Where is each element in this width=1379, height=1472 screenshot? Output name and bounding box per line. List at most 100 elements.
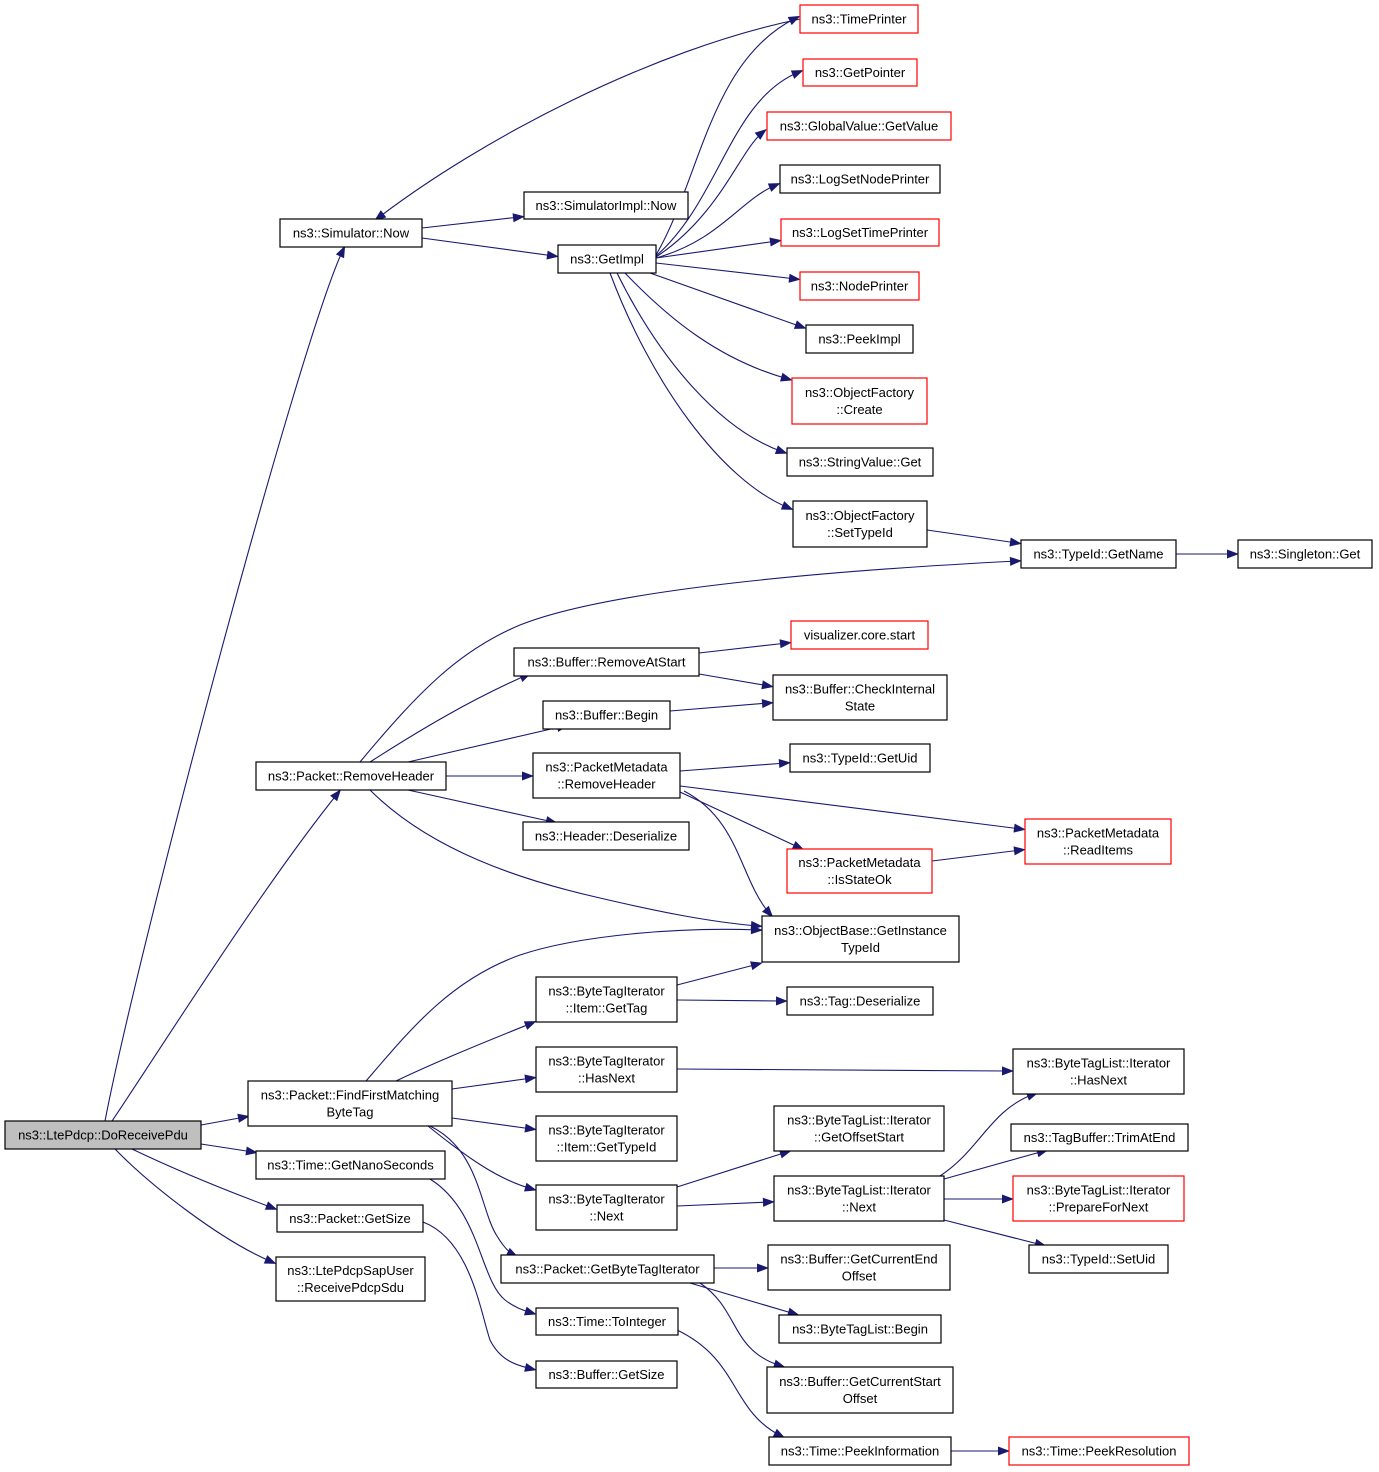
node-box [1012,1175,1185,1222]
node-box [1020,539,1177,569]
node-buf-getsize[interactable]: ns3::Buffer::GetSize [535,1360,678,1389]
node-root[interactable]: ns3::LtePdcp::DoReceivePdu [4,1120,202,1150]
node-time-getnano[interactable]: ns3::Time::GetNanoSeconds [255,1150,446,1180]
node-bti-next[interactable]: ns3::ByteTagIterator::Next [535,1184,678,1231]
node-btli-getoffset[interactable]: ns3::ByteTagList::Iterator::GetOffsetSta… [773,1105,945,1152]
node-getimpl[interactable]: ns3::GetImpl [557,244,657,274]
node-typeid-getuid[interactable]: ns3::TypeId::GetUid [789,743,931,773]
node-buf-begin[interactable]: ns3::Buffer::Begin [542,700,671,730]
arrowhead-icon [769,237,782,247]
node-label: ns3::Singleton::Get [1250,547,1361,562]
node-pm-readitems[interactable]: ns3::PacketMetadata::ReadItems [1024,818,1172,865]
node-getpointer[interactable]: ns3::GetPointer [802,58,918,87]
arrowhead-icon [1013,823,1026,833]
node-box [802,58,918,87]
edge-getimpl-to-objfac_settype [609,272,794,510]
node-typeid-setuid[interactable]: ns3::TypeId::SetUid [1028,1244,1169,1274]
edge-getimpl-to-getpointer [655,70,804,257]
node-pm-removeheader[interactable]: ns3::PacketMetadata::RemoveHeader [532,752,681,799]
node-btli-hasnext[interactable]: ns3::ByteTagList::Iterator::HasNext [1012,1048,1185,1095]
node-pkt-getsize[interactable]: ns3::Packet::GetSize [276,1204,424,1233]
node-bti-hasnext[interactable]: ns3::ByteTagIterator::HasNext [535,1046,678,1093]
node-stringvalue[interactable]: ns3::StringValue::Get [786,447,934,477]
node-simimpl-now[interactable]: ns3::SimulatorImpl::Now [523,191,689,220]
node-label: ns3::PacketMetadata [798,855,921,870]
arrowhead-icon [791,840,805,851]
edge-line [359,560,1018,763]
node-box [786,447,934,477]
node-box [780,218,940,247]
node-time-tointeger[interactable]: ns3::Time::ToInteger [535,1307,679,1336]
node-time-peekinfo[interactable]: ns3::Time::PeekInformation [768,1436,952,1466]
node-label: ns3::Buffer::CheckInternal [785,682,935,697]
node-sim-now[interactable]: ns3::Simulator::Now [279,218,423,248]
edge-line [655,17,797,256]
node-label: visualizer.core.start [804,628,916,643]
node-btl-begin[interactable]: ns3::ByteTagList::Begin [778,1314,942,1344]
node-box [1012,1048,1185,1095]
node-label: ns3::Time::ToInteger [548,1314,667,1329]
node-nodeprinter[interactable]: ns3::NodePrinter [799,271,920,301]
node-label: ns3::TypeId::GetName [1033,547,1163,562]
node-label: ns3::TagBuffer::TrimAtEnd [1024,1130,1176,1145]
arrowhead-icon [330,789,342,802]
edge-pkt_findfirst-to-bti_hasnext [451,1074,537,1090]
node-sapuser[interactable]: ns3::LtePdcpSapUser::ReceivePdcpSdu [275,1256,426,1302]
arrowhead-icon [264,1201,278,1210]
edge-time_getnano-to-time_tointeger [429,1178,537,1316]
node-label: ns3::ByteTagList::Iterator [1027,1183,1171,1198]
arrowhead-icon [761,905,774,918]
node-buf-removeatstart[interactable]: ns3::Buffer::RemoveAtStart [513,647,700,677]
node-timeprinter[interactable]: ns3::TimePrinter [799,4,919,34]
node-tagbuf-trim[interactable]: ns3::TagBuffer::TrimAtEnd [1010,1123,1189,1152]
edge-line [698,673,770,687]
node-objfac-settype[interactable]: ns3::ObjectFactory::SetTypeId [792,500,928,548]
node-label: ns3::NodePrinter [811,279,909,294]
edge-time_peekinfo-to-time_peekres [951,1446,1010,1456]
edge-getimpl-to-peekimpl [649,272,807,329]
node-peekimpl[interactable]: ns3::PeekImpl [805,324,914,354]
node-viz-start[interactable]: visualizer.core.start [790,620,929,650]
node-logsettime[interactable]: ns3::LogSetTimePrinter [780,218,940,247]
edge-pkt_findfirst-to-bti_item_gettag [395,1021,537,1082]
node-label: ns3::Packet::FindFirstMatching [261,1088,439,1103]
node-label: ns3::ByteTagList::Begin [792,1322,928,1337]
edge-line [451,1117,533,1130]
edge-line [676,1068,1010,1072]
node-label: ns3::PacketMetadata [1037,826,1160,841]
node-box [778,1314,942,1344]
node-bti-item-gettag[interactable]: ns3::ByteTagIterator::Item::GetTag [535,976,678,1023]
node-btli-next[interactable]: ns3::ByteTagList::Iterator::Next [773,1175,945,1222]
node-pkt-removeheader[interactable]: ns3::Packet::RemoveHeader [255,761,447,791]
node-pm-isstateok[interactable]: ns3::PacketMetadata::IsStateOk [786,848,933,894]
node-pkt-getbti[interactable]: ns3::Packet::GetByteTagIterator [500,1254,715,1284]
edge-btli_next-to-tagbuf_trim [943,1148,1049,1180]
node-logsetnode[interactable]: ns3::LogSetNodePrinter [779,164,941,194]
node-time-peekres[interactable]: ns3::Time::PeekResolution [1008,1436,1190,1466]
node-globalvalue[interactable]: ns3::GlobalValue::GetValue [766,111,952,141]
node-singleton[interactable]: ns3::Singleton::Get [1237,539,1373,569]
node-typeid-getname[interactable]: ns3::TypeId::GetName [1020,539,1177,569]
node-label: ns3::LtePdcpSapUser [287,1263,414,1278]
node-box [1028,1244,1169,1274]
node-tag-deser[interactable]: ns3::Tag::Deserialize [786,986,934,1016]
node-label: ns3::GlobalValue::GetValue [780,119,939,134]
node-box [522,821,690,851]
node-box [535,976,678,1023]
edge-line [616,272,784,453]
edge-bti_hasnext-to-btli_hasnext [676,1066,1014,1076]
node-objfac-create[interactable]: ns3::ObjectFactory::Create [791,377,928,425]
arrowhead-icon [762,1197,775,1207]
node-header-deser[interactable]: ns3::Header::Deserialize [522,821,690,851]
node-btli-prepare[interactable]: ns3::ByteTagList::Iterator::PrepareForNe… [1012,1175,1185,1222]
edge-pkt_removeheader-to-typeid_getname [359,556,1022,763]
node-label: ns3::ByteTagIterator [548,1054,665,1069]
node-bti-item-gettypeid[interactable]: ns3::ByteTagIterator::Item::GetTypeId [535,1115,678,1162]
node-label: ns3::GetImpl [570,252,644,267]
edge-line [104,249,344,1122]
